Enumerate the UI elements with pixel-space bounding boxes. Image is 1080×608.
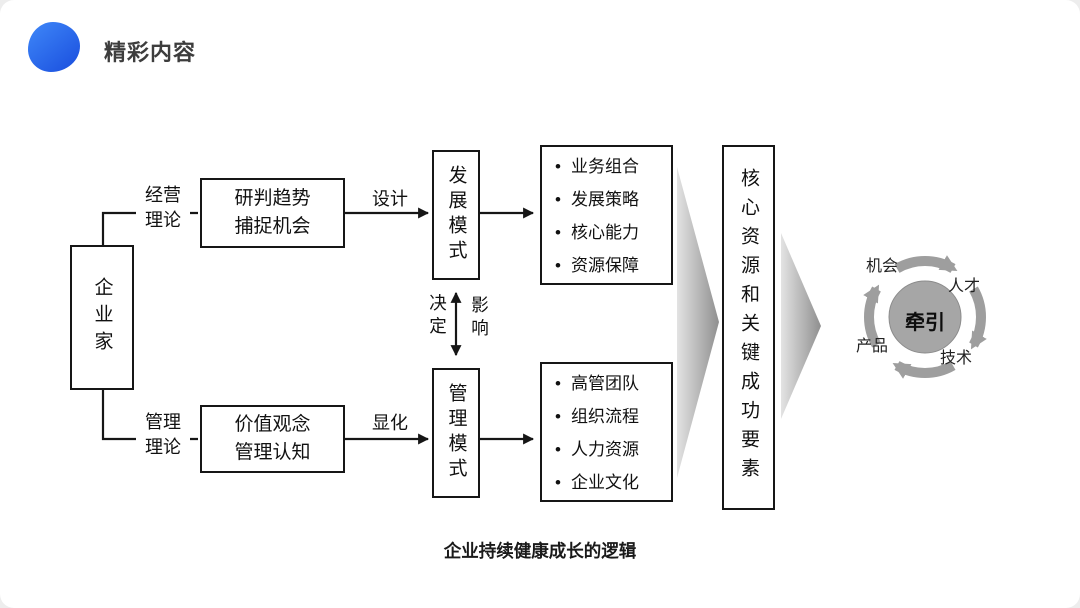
cycle-label-talent: 人才 bbox=[948, 278, 981, 295]
entrepreneur-box: 企业家 bbox=[70, 245, 134, 390]
brand-blob-icon bbox=[28, 22, 80, 72]
cycle-label-technology: 技术 bbox=[940, 350, 973, 367]
management-mode-label: 管理模式 bbox=[445, 383, 467, 483]
core-resources-label: 核心资源和关键成功要素 bbox=[738, 168, 759, 487]
page-title: 精彩内容 bbox=[104, 40, 197, 65]
influence-label: 影 响 bbox=[471, 295, 489, 338]
values-cognition-label: 价值观念 管理认知 bbox=[234, 414, 311, 463]
list-item: 企业文化 bbox=[554, 466, 665, 499]
big-chevron-arrow-1 bbox=[677, 167, 719, 478]
list-item: 核心能力 bbox=[554, 216, 665, 249]
cycle-diagram-svg bbox=[863, 255, 987, 379]
values-cognition-box: 价值观念 管理认知 bbox=[200, 405, 345, 473]
management-theory-label: 管理 理论 bbox=[136, 410, 190, 462]
trend-opportunity-label: 研判趋势 捕捉机会 bbox=[234, 188, 311, 237]
cycle-arrow-right bbox=[969, 286, 987, 350]
list-item: 业务组合 bbox=[554, 150, 665, 183]
entrepreneur-label: 企业家 bbox=[91, 277, 113, 358]
core-resources-box: 核心资源和关键成功要素 bbox=[722, 145, 775, 510]
manifest-arrow-label: 显化 bbox=[372, 413, 408, 433]
list-item: 组织流程 bbox=[554, 400, 665, 433]
cycle-arrow-left bbox=[863, 284, 881, 348]
management-mode-box: 管理模式 bbox=[432, 368, 480, 498]
design-arrow-label: 设计 bbox=[372, 189, 408, 209]
management-items-list: 高管团队 组织流程 人力资源 企业文化 bbox=[554, 367, 665, 499]
decide-label: 决 定 bbox=[429, 293, 447, 336]
management-items-box: 高管团队 组织流程 人力资源 企业文化 bbox=[540, 362, 673, 502]
cycle-arrow-bottom bbox=[892, 361, 956, 379]
development-items-list: 业务组合 发展策略 核心能力 资源保障 bbox=[554, 150, 665, 282]
list-item: 资源保障 bbox=[554, 249, 665, 282]
list-item: 发展策略 bbox=[554, 183, 665, 216]
cycle-label-product: 产品 bbox=[856, 338, 889, 355]
list-item: 人力资源 bbox=[554, 433, 665, 466]
big-chevron-arrow-2 bbox=[781, 233, 821, 419]
slide-caption: 企业持续健康成长的逻辑 bbox=[443, 541, 637, 561]
development-mode-box: 发展模式 bbox=[432, 150, 480, 280]
cycle-arrow-top bbox=[894, 255, 958, 273]
traction-center-circle bbox=[888, 280, 962, 354]
cycle-label-opportunity: 机会 bbox=[866, 258, 899, 275]
traction-center-label: 牵引 bbox=[905, 312, 945, 334]
development-items-box: 业务组合 发展策略 核心能力 资源保障 bbox=[540, 145, 673, 285]
development-mode-label: 发展模式 bbox=[445, 165, 467, 265]
trend-opportunity-box: 研判趋势 捕捉机会 bbox=[200, 178, 345, 248]
list-item: 高管团队 bbox=[554, 367, 665, 400]
business-theory-label: 经营 理论 bbox=[136, 183, 190, 235]
